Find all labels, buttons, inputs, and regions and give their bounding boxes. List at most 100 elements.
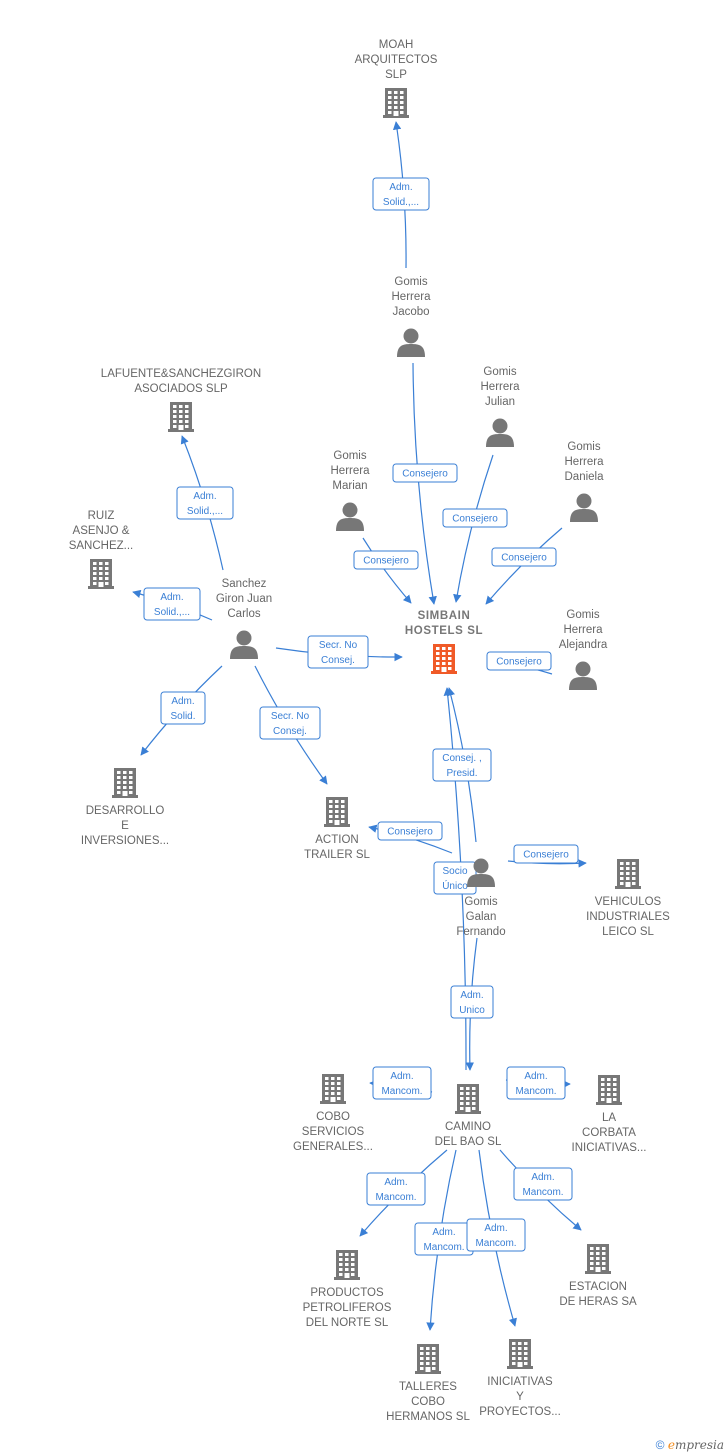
edge-label-sanchez-ruiz[interactable]: Adm.Solid.,... <box>143 587 201 621</box>
edge-label-julian-simbain[interactable]: Consejero <box>442 508 508 528</box>
edge-label-text: Mancom. <box>515 1086 556 1097</box>
node-label: Marian <box>332 480 367 492</box>
edge-label-text: Secr. No <box>319 640 358 651</box>
edge-label-text: Adm. <box>160 592 183 603</box>
edge-label-fernando-vehiculos[interactable]: Consejero <box>513 844 579 864</box>
node-label: Herrera <box>481 381 521 393</box>
node-label: DEL BAO SL <box>435 1136 502 1148</box>
edge-label-text: Presid. <box>446 768 477 779</box>
person-icon <box>467 858 495 887</box>
edge-label-camino-corbata[interactable]: Adm. Mancom. <box>506 1066 566 1100</box>
edge-label-fernando-camino[interactable]: Adm.Unico <box>450 985 494 1019</box>
edge-label-jacobo-simbain[interactable]: Consejero <box>392 463 458 483</box>
node-label: SIMBAIN <box>418 610 471 622</box>
node-label: HOSTELS SL <box>405 625 483 637</box>
node-cobo[interactable]: COBOSERVICIOSGENERALES... <box>293 1074 373 1153</box>
edge-label-marian-simbain[interactable]: Consejero <box>353 550 419 570</box>
edge-label-camino-cobo[interactable]: Adm.Mancom. <box>372 1066 432 1100</box>
node-label: Julian <box>485 396 515 408</box>
node-label: DE HERAS SA <box>559 1296 637 1308</box>
building-icon <box>507 1339 533 1369</box>
edge-label-sanchez-desarrollo[interactable]: Adm.Solid. <box>160 691 206 725</box>
edge-label-camino-talleres[interactable]: Adm. Mancom. <box>414 1222 474 1256</box>
edge-label-text: Adm. <box>432 1227 455 1238</box>
edge-label-text: Consej. <box>321 655 355 666</box>
edge-label-text: Solid. <box>170 711 195 722</box>
node-label: SANCHEZ... <box>69 540 134 552</box>
edge-label-alejandra-simbain[interactable]: Consejero <box>486 651 552 671</box>
edge-label-text: Adm. <box>193 491 216 502</box>
edge-label-text: Mancom. <box>475 1238 516 1249</box>
edge-label-text: Solid.,... <box>187 506 223 517</box>
edge-label-text: Mancom. <box>381 1086 422 1097</box>
person-icon <box>486 418 514 447</box>
empresia-brand[interactable]: © empresia <box>656 1438 724 1452</box>
edge-label-text: Adm. <box>389 182 412 193</box>
edge-label-text: Consejero <box>363 556 409 567</box>
node-label: ACTION <box>315 834 358 846</box>
node-label: CORBATA <box>582 1127 636 1139</box>
edge-label-text: Unico <box>459 1005 485 1016</box>
edge-label-sanchez-lafuente[interactable]: Adm. Solid.,... <box>176 486 234 520</box>
building-icon <box>334 1250 360 1280</box>
edge-label-fernando-simbain[interactable]: Consej. ,Presid. <box>432 748 492 782</box>
edge-label-text: Consejero <box>501 553 547 564</box>
node-label: Gomis <box>566 609 599 621</box>
node-label: Alejandra <box>559 639 608 651</box>
edge-label-text: Mancom. <box>423 1242 464 1253</box>
node-label: INVERSIONES... <box>81 835 169 847</box>
edge-label-camino-iniciativas[interactable]: Adm.Mancom. <box>466 1218 526 1252</box>
node-label: DESARROLLO <box>86 805 165 817</box>
edge-label-text: Único <box>442 879 468 892</box>
edge-label-jacobo-moah[interactable]: Adm.Solid.,... <box>372 177 430 211</box>
node-label: LAFUENTE&SANCHEZGIRON <box>101 368 261 380</box>
node-desarrollo[interactable]: DESARROLLO E INVERSIONES... <box>81 768 169 847</box>
node-label: ESTACION <box>569 1281 627 1293</box>
edge-label-text: Adm. <box>524 1071 547 1082</box>
edge-label-text: Adm. <box>384 1177 407 1188</box>
node-label: INICIATIVAS <box>487 1376 553 1388</box>
node-label: SERVICIOS <box>302 1126 365 1138</box>
building-icon <box>324 797 350 827</box>
edge-julian-to-simbain <box>453 454 494 603</box>
edge-marian-to-simbain <box>362 537 412 604</box>
node-iniciativas[interactable]: INICIATIVASYPROYECTOS... <box>479 1339 561 1418</box>
node-label: LEICO SL <box>602 926 654 938</box>
edge-label-fernando-action[interactable]: Consejero <box>377 821 443 841</box>
edge-label-text: Consejero <box>496 657 542 668</box>
edge-label-camino-estacion[interactable]: Adm.Mancom. <box>513 1167 573 1201</box>
edge-jacobo-to-simbain <box>412 362 437 605</box>
edge-label-text: Consejero <box>452 514 498 525</box>
node-simbain[interactable]: SIMBAIN HOSTELS SL <box>405 610 483 674</box>
edge-label-text: Consejero <box>523 850 569 861</box>
node-label: DEL NORTE SL <box>306 1317 389 1329</box>
node-label: Gomis <box>394 276 427 288</box>
edge-label-sanchez-simbain[interactable]: Secr. No Consej. <box>307 635 369 669</box>
node-corbata[interactable]: LACORBATAINICIATIVAS... <box>572 1075 647 1154</box>
node-label: E <box>121 820 129 832</box>
building-icon <box>320 1074 346 1104</box>
node-label: Fernando <box>456 926 505 938</box>
node-label: Gomis <box>333 450 366 462</box>
node-label: LA <box>602 1112 616 1124</box>
node-estacion[interactable]: ESTACION DE HERAS SA <box>559 1244 637 1308</box>
edge-label-camino-productos[interactable]: Adm.Mancom. <box>366 1172 426 1206</box>
copyright-symbol: © <box>655 1438 665 1452</box>
edge-label-daniela-simbain[interactable]: Consejero <box>491 547 557 567</box>
